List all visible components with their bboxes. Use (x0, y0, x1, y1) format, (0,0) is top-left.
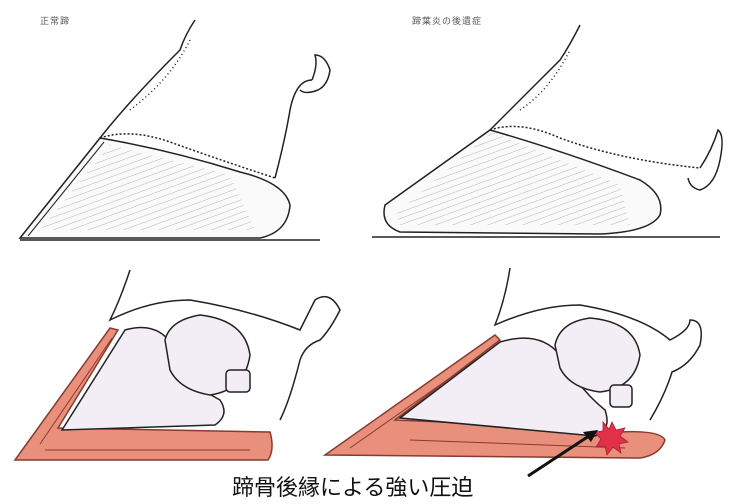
laminitis-hoof-section (325, 268, 701, 458)
laminitis-hoof-sketch (372, 25, 722, 237)
normal-hoof-section (15, 270, 340, 460)
normal-hoof-sketch (20, 20, 330, 240)
pressure-caption: 蹄骨後縁による強い圧迫 (232, 470, 473, 502)
